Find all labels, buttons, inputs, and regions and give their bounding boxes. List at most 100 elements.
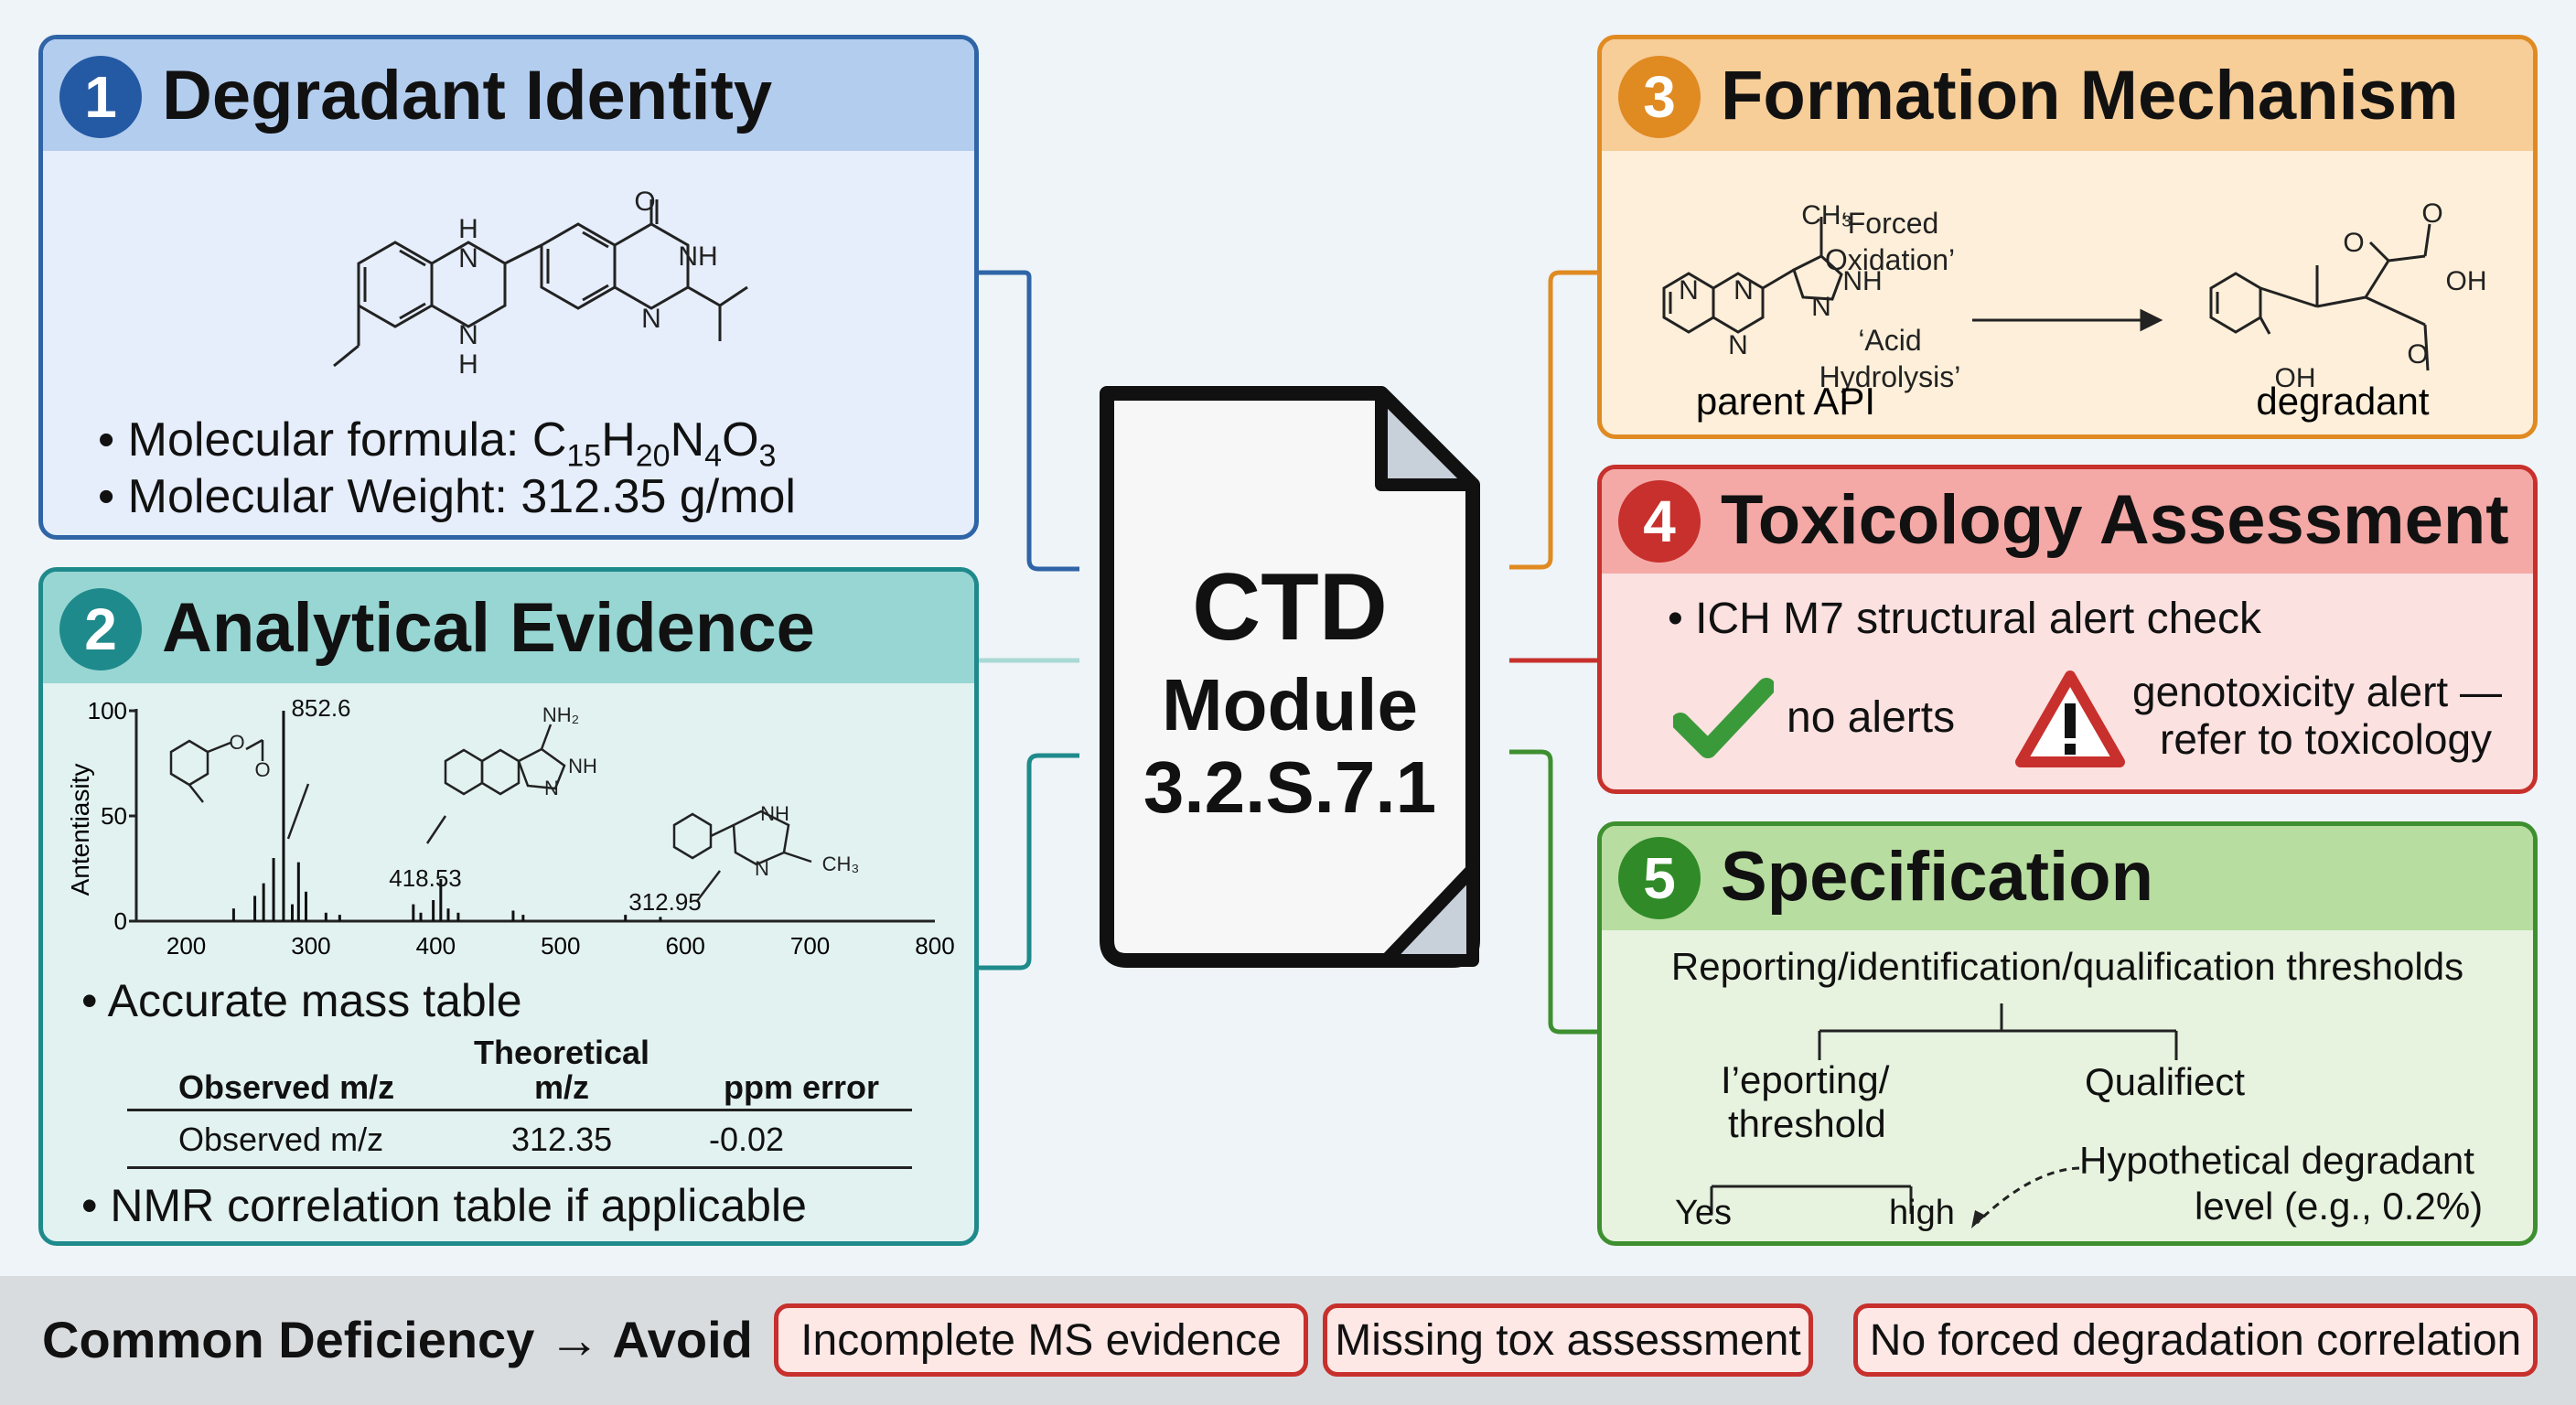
x-tick-label: 200 [166, 932, 206, 960]
left-node-line2: threshold [1728, 1102, 1886, 1145]
leaf-yes: Yes [1675, 1194, 1732, 1232]
accurate-mass-text: Accurate mass table [107, 975, 522, 1026]
struct-h2-label: H [458, 349, 478, 380]
mass-table-header: Observed m/z Theoretical m/z ppm error [127, 1034, 912, 1111]
panel3-title: Formation Mechanism [1721, 57, 2459, 134]
connector-panel3 [1509, 270, 1601, 570]
panel1-number-badge: 1 [59, 56, 142, 138]
y-axis-label: Antentiasity [66, 764, 94, 896]
bullet-dot: • [98, 470, 128, 523]
chip-incomplete-ms: Incomplete MS evidence [774, 1303, 1308, 1377]
deg-o1-label: O [2421, 198, 2442, 229]
x-tick-label: 600 [665, 932, 704, 960]
parent-ch3-label: CH₃ [1801, 200, 1852, 231]
panel5-title: Specification [1721, 838, 2153, 916]
cond-oxidation: Oxidation’ [1825, 243, 1955, 276]
parent-nh-label: NH [1842, 266, 1882, 296]
cell-ppm: -0.02 [709, 1121, 785, 1158]
degradant-structure: O NH N H N N H [333, 187, 748, 380]
y-tick-label: 100 [88, 697, 127, 724]
panel3-number-badge: 3 [1618, 56, 1701, 138]
threshold-tree-lines [1710, 1003, 2178, 1228]
panel-formation-mechanism: 3 Formation Mechanism ‘Forced Oxidation’… [1597, 35, 2538, 439]
ctd-document-icon [1100, 386, 1480, 968]
cond-forced: ‘Forced [1841, 207, 1939, 240]
deg-oh2-label: OH [2275, 363, 2316, 393]
x-tick-label: 400 [416, 932, 456, 960]
x-tick-label: 700 [790, 932, 830, 960]
bullet-ich-m7: • ICH M7 structural alert check [1668, 595, 2261, 643]
deg-o3-label: O [2407, 339, 2428, 370]
molecular-weight: Molecular Weight: 312.35 g/mol [127, 470, 796, 523]
parent-n1-label: N [1733, 275, 1754, 306]
formula-n: N [670, 413, 705, 467]
checkmark-icon [1673, 678, 1774, 758]
right-node: Qualifiect [2085, 1060, 2246, 1103]
note-line2: level (e.g., 0.2%) [2195, 1185, 2484, 1228]
genotox-alert-line2: refer to toxicology [2160, 715, 2493, 763]
y-tick-label: 50 [101, 802, 127, 830]
mass-table: Observed m/z Theoretical m/z ppm error O… [127, 1034, 912, 1169]
formula-h-sub: 20 [635, 438, 671, 474]
bullet-dot: • [98, 413, 128, 467]
parent-n2-label: N [1679, 275, 1699, 306]
struct-nh-label: NH [678, 241, 717, 272]
connector-panel5 [1509, 749, 1601, 1035]
panel-toxicology-assessment: 4 Toxicology Assessment • ICH M7 structu… [1597, 465, 2538, 794]
panel-degradant-identity: 1 Degradant Identity O NH N H N N H • Mo… [38, 35, 979, 540]
mass-table-row: Observed m/z 312.35 -0.02 [127, 1111, 912, 1169]
parent-api-label: parent API [1696, 380, 1875, 423]
inset-ch3-label: CH₃ [822, 853, 860, 875]
ich-m7-text: ICH M7 structural alert check [1695, 595, 2261, 643]
struct-n2-label: N [458, 320, 478, 350]
col-header-ppm: ppm error [724, 1068, 880, 1106]
cond-hydrolysis: Hydrolysis’ [1819, 360, 1961, 393]
y-tick-label: 0 [114, 907, 127, 935]
bullet-accurate-mass: • Accurate mass table [81, 975, 522, 1026]
genotox-alert-line1: genotoxicity alert — [2132, 668, 2502, 715]
col-header-observed: Observed m/z [178, 1068, 395, 1106]
inset-structures [169, 724, 812, 902]
inset-nh2-label: NH₂ [542, 703, 579, 726]
connector-panel1 [977, 270, 1079, 572]
panel2-title: Analytical Evidence [162, 589, 815, 667]
leaf-high: high [1889, 1194, 1955, 1232]
x-tick-label: 300 [291, 932, 330, 960]
inset-n-label: N [544, 777, 559, 799]
chip-missing-tox: Missing tox assessment [1323, 1303, 1813, 1377]
warning-icon [2015, 670, 2125, 767]
cond-acid: ‘Acid [1858, 324, 1921, 357]
panel-specification: 5 Specification Reporting/identification… [1597, 821, 2538, 1246]
parent-n4-label: N [1728, 330, 1748, 360]
panel1-title: Degradant Identity [162, 57, 773, 134]
x-tick-label: 800 [915, 932, 954, 960]
formula-c: C [531, 413, 567, 467]
struct-h1-label: H [458, 214, 478, 244]
note-line1: Hypothetical degradant [2079, 1139, 2474, 1182]
inset-nh-label: NH [568, 755, 597, 778]
bullet-nmr: • NMR correlation table if applicable [81, 1180, 807, 1231]
ctd-line1: CTD [1192, 554, 1388, 660]
formula-prefix: Molecular formula: [127, 413, 532, 467]
ctd-line2: Module [1162, 664, 1418, 745]
inset-o2-label: O [254, 758, 270, 781]
panel3-header: 3 Formation Mechanism [1602, 39, 2533, 151]
formula-h: H [601, 413, 636, 467]
parent-n3-label: N [1811, 292, 1831, 322]
deg-oh1-label: OH [2446, 266, 2487, 296]
inset-o1-label: O [229, 731, 244, 754]
peak-label-852: 852.6 [291, 694, 350, 722]
x-tick-label: 500 [541, 932, 580, 960]
threshold-root: Reporting/identification/qualification t… [1670, 945, 2464, 988]
panel5-number-badge: 5 [1618, 837, 1701, 919]
formula-o-sub: 3 [758, 438, 777, 474]
deg-o2-label: O [2343, 228, 2364, 258]
panel-analytical-evidence: 2 Analytical Evidence Antentiasity 100 50… [38, 567, 979, 1246]
formula-o: O [722, 413, 759, 467]
formula-c-sub: 15 [566, 438, 602, 474]
struct-n1-label: N [458, 243, 478, 273]
axis-lines [134, 709, 935, 923]
panel2-number-badge: 2 [59, 588, 142, 670]
left-node-line1: I’eporting/ [1721, 1058, 1890, 1101]
